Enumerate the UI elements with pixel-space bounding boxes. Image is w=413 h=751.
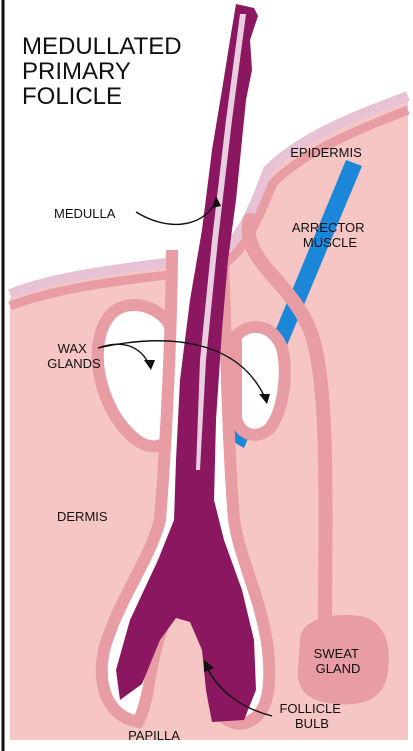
wax-label-line-1: WAX: [58, 341, 87, 356]
title-line-2: PRIMARY: [22, 58, 131, 85]
papilla-label: PAPILLA: [128, 728, 180, 743]
medulla-label: MEDULLA: [54, 206, 116, 221]
epidermis-label: EPIDERMIS: [290, 145, 362, 160]
title-line-1: MEDULLATED: [22, 33, 182, 60]
arrector-muscle-label: ARRECTOR MUSCLE: [292, 220, 368, 250]
sweat-label-line-2: GLAND: [316, 661, 361, 676]
follicle-label-line-2: BULB: [295, 716, 329, 731]
title-line-3: FOLICLE: [22, 83, 122, 110]
arrector-label-line-2: MUSCLE: [303, 235, 358, 250]
wax-label-line-2: GLANDS: [47, 356, 101, 371]
arrector-label-line-1: ARRECTOR: [292, 220, 365, 235]
dermis-label: DERMIS: [57, 509, 108, 524]
follicle-label-line-1: FOLLICLE: [279, 701, 341, 716]
sweat-gland-label: SWEAT GLAND: [314, 646, 363, 676]
sweat-label-line-1: SWEAT: [314, 646, 359, 661]
